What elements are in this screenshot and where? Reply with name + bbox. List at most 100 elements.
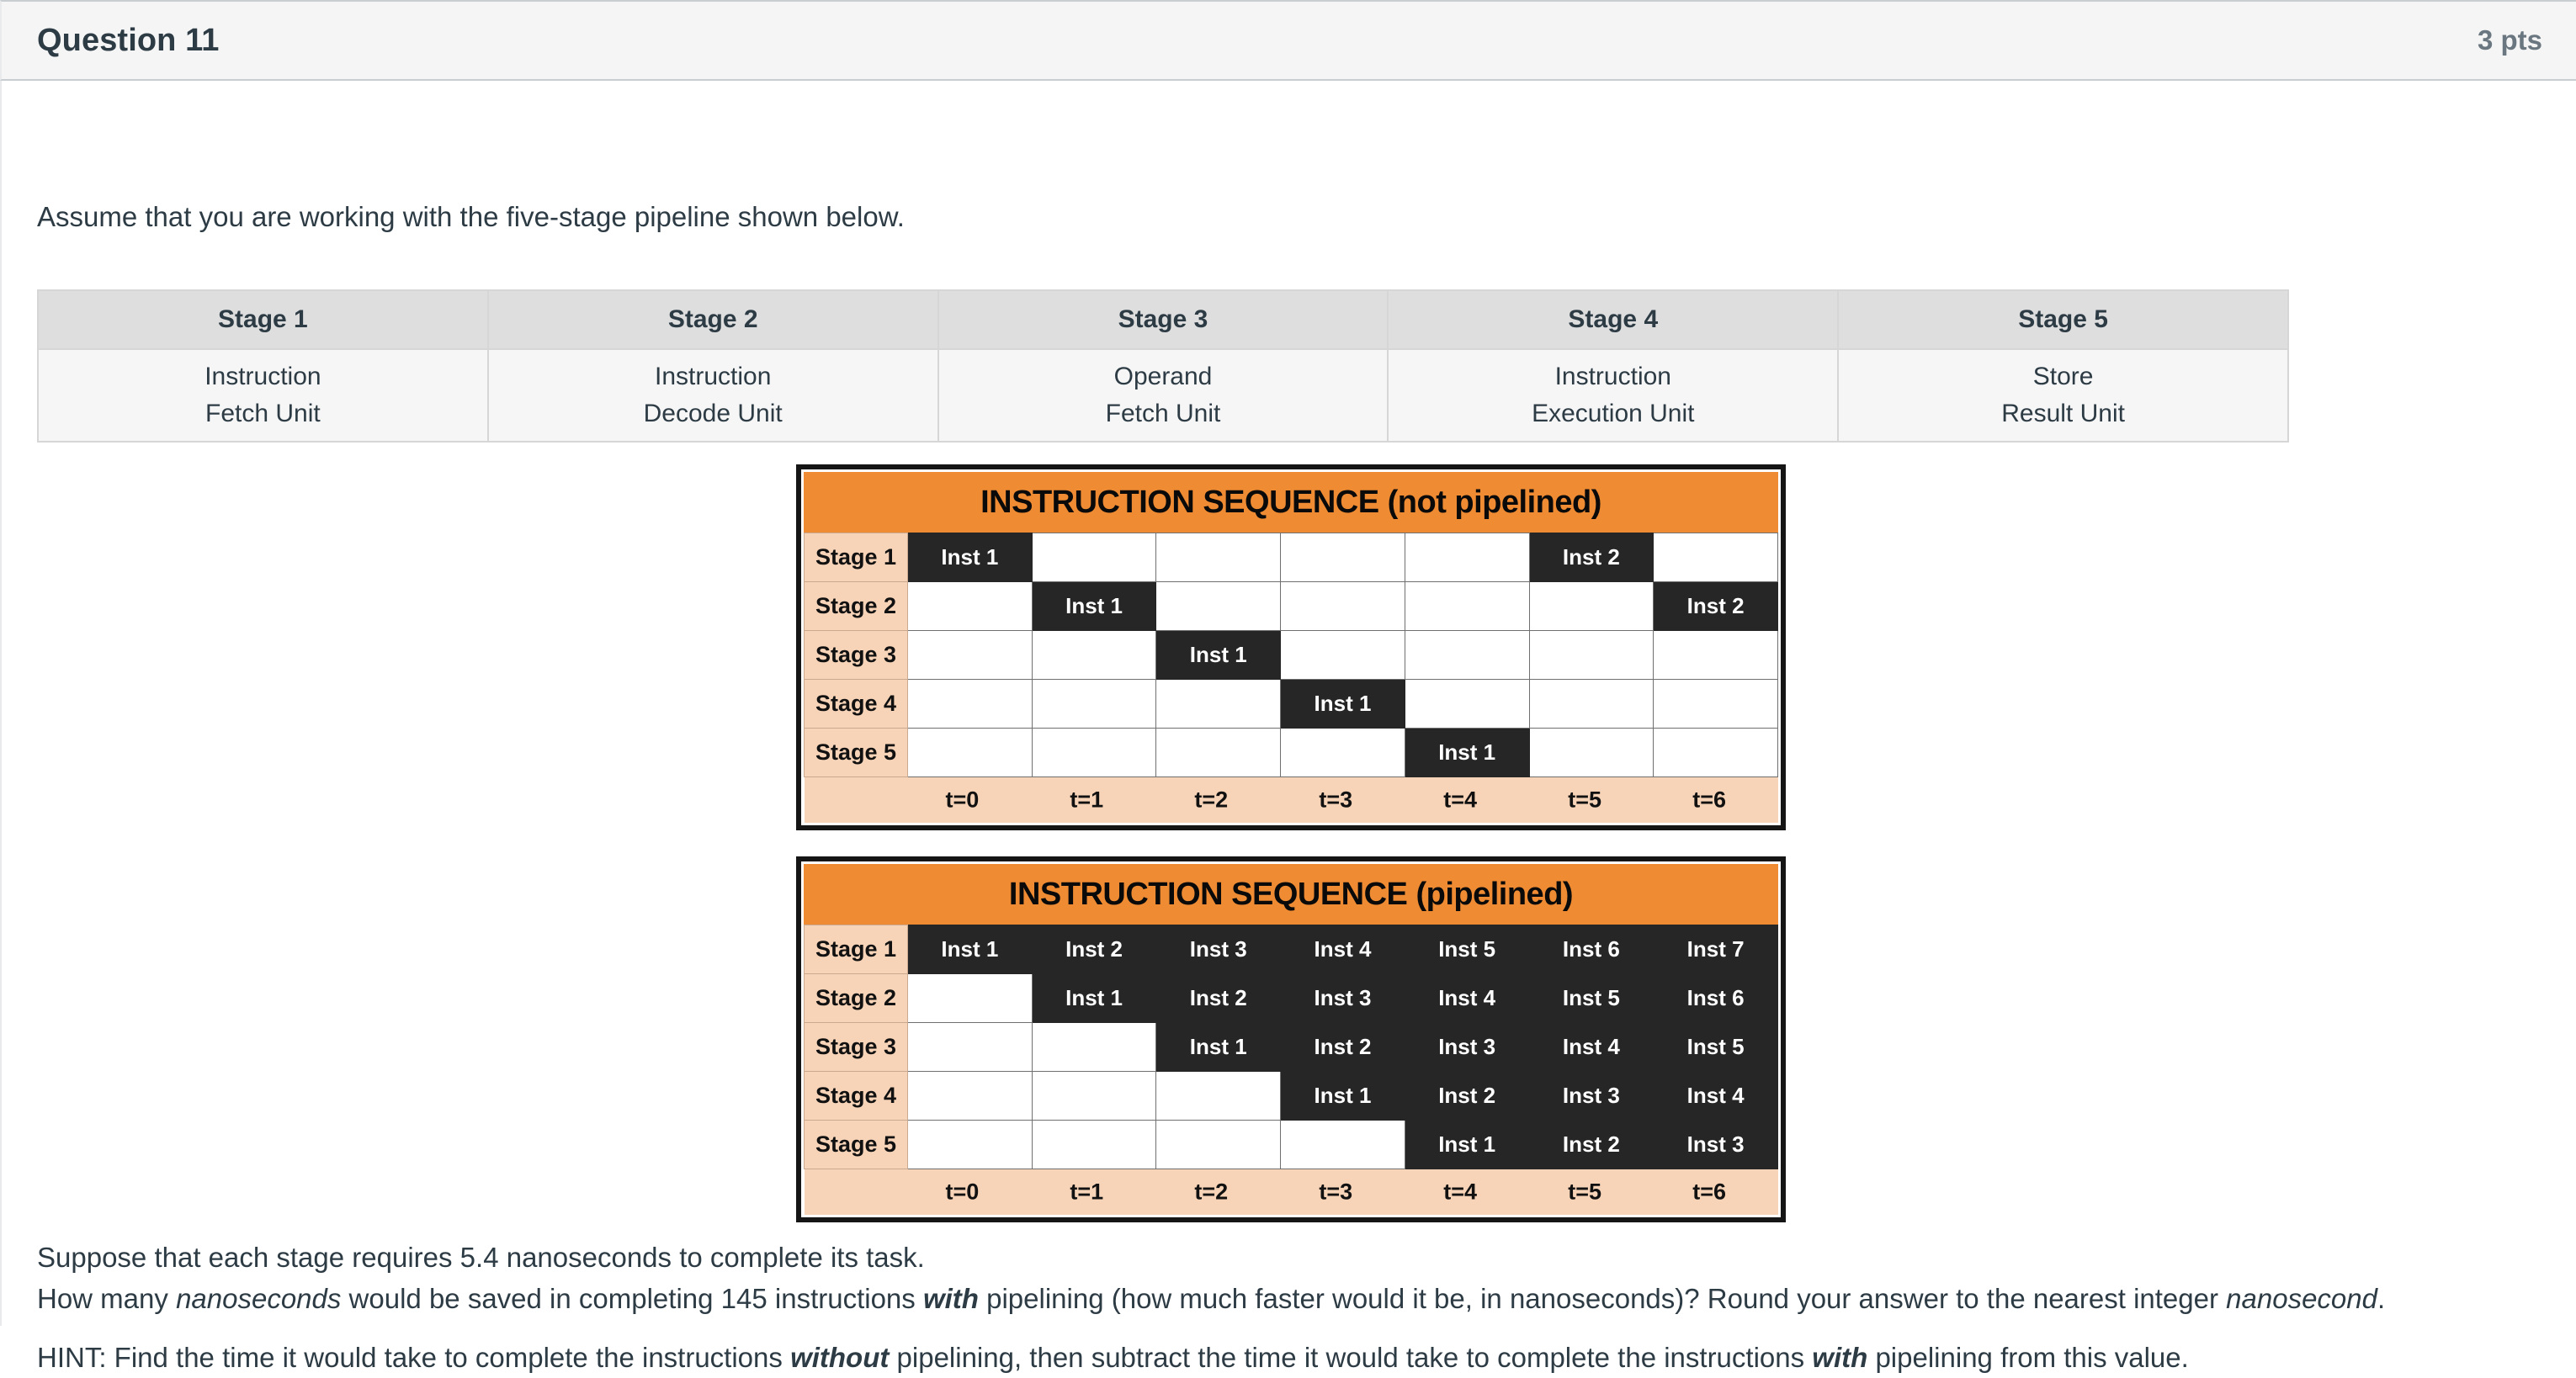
time-label: t=1 bbox=[1070, 1179, 1104, 1205]
question-body: Assume that you are working with the fiv… bbox=[0, 81, 2576, 1373]
stage-unit-4-line2: Execution Unit bbox=[1532, 400, 1695, 427]
grid-cell-instruction: Inst 1 bbox=[1031, 973, 1157, 1023]
grid-cell-empty bbox=[1155, 1071, 1282, 1121]
grid-cell-empty bbox=[1653, 728, 1778, 777]
grid-cell-empty bbox=[1528, 630, 1654, 680]
grid-cell-instruction: Inst 6 bbox=[1528, 925, 1654, 974]
stage-unit-2: Instruction Decode Unit bbox=[486, 348, 939, 443]
closing-line-2-part-c: would be saved in completing 145 instruc… bbox=[341, 1283, 923, 1314]
time-label: t=5 bbox=[1568, 1179, 1602, 1205]
stage-unit-4: Instruction Execution Unit bbox=[1387, 348, 1840, 443]
closing-line-2-part-e: pipelining (how much faster would it be,… bbox=[978, 1283, 2227, 1314]
grid-stage-label: Stage 2 bbox=[804, 581, 908, 631]
grid-stage-label: Stage 4 bbox=[804, 679, 908, 729]
grid-cell-instruction: Inst 1 bbox=[1155, 1022, 1282, 1072]
grid-cell-empty bbox=[907, 630, 1033, 680]
time-label: t=3 bbox=[1319, 787, 1353, 813]
stage-header-2: Stage 2 bbox=[486, 289, 939, 350]
grid-cell-empty bbox=[1031, 1071, 1157, 1121]
grid-cell-empty bbox=[907, 1120, 1033, 1169]
grid-cell-empty bbox=[1528, 728, 1654, 777]
time-label: t=2 bbox=[1194, 1179, 1229, 1205]
grid-cell-empty bbox=[1404, 630, 1530, 680]
grid-cell-instruction: Inst 3 bbox=[1280, 973, 1405, 1023]
grid-cell-instruction: Inst 2 bbox=[1653, 581, 1778, 631]
stage-unit-3-line1: Operand bbox=[1113, 363, 1213, 390]
time-label: t=1 bbox=[1070, 787, 1104, 813]
grid-cell-instruction: Inst 4 bbox=[1653, 1071, 1778, 1121]
time-label: t=0 bbox=[945, 787, 980, 813]
grid-cell-empty bbox=[1155, 533, 1282, 582]
closing-line-2-part-a: How many bbox=[37, 1283, 177, 1314]
grid-cell-instruction: Inst 6 bbox=[1653, 973, 1778, 1023]
stage-unit-3: Operand Fetch Unit bbox=[937, 348, 1389, 443]
intro-text: Assume that you are working with the fiv… bbox=[37, 201, 905, 232]
closing-line-3-hint: HINT: Find the time it would take to com… bbox=[37, 1338, 2189, 1378]
hint-part-a: HINT: Find the time it would take to com… bbox=[37, 1342, 791, 1373]
grid-cell-empty bbox=[1031, 728, 1157, 777]
grid-cell-empty bbox=[907, 728, 1033, 777]
grid-stage-label: Stage 4 bbox=[804, 1071, 908, 1121]
stage-unit-1-line2: Fetch Unit bbox=[205, 400, 321, 427]
grid-cell-empty bbox=[1528, 679, 1654, 729]
grid-cell-empty bbox=[1528, 581, 1654, 631]
grid-cell-instruction: Inst 4 bbox=[1528, 1022, 1654, 1072]
grid-stage-label: Stage 2 bbox=[804, 973, 908, 1023]
stage-unit-2-line1: Instruction bbox=[654, 363, 772, 390]
grid-cell-empty bbox=[907, 581, 1033, 631]
grid-cell-instruction: Inst 1 bbox=[1155, 630, 1282, 680]
grid-stage-label: Stage 5 bbox=[804, 1120, 908, 1169]
grid-cell-empty bbox=[1653, 679, 1778, 729]
stage-header-5: Stage 5 bbox=[1837, 289, 2289, 350]
instruction-sequence-not-pipelined-diagram: INSTRUCTION SEQUENCE (not pipelined) Sta… bbox=[796, 464, 1786, 830]
grid-cell-instruction: Inst 1 bbox=[907, 533, 1033, 582]
grid-cell-empty bbox=[1155, 1120, 1282, 1169]
stage-header-1: Stage 1 bbox=[37, 289, 489, 350]
grid-cell-instruction: Inst 4 bbox=[1404, 973, 1530, 1023]
diagram-title-pipelined: INSTRUCTION SEQUENCE (pipelined) bbox=[804, 864, 1778, 925]
stage-table-body-row: Instruction Fetch Unit Instruction Decod… bbox=[37, 348, 2289, 443]
grid-stage-label: Stage 3 bbox=[804, 1022, 908, 1072]
grid-stage-label: Stage 5 bbox=[804, 728, 908, 777]
grid-cell-instruction: Inst 3 bbox=[1528, 1071, 1654, 1121]
grid-cell-empty bbox=[1404, 533, 1530, 582]
grid-cell-instruction: Inst 1 bbox=[907, 925, 1033, 974]
grid-cell-empty bbox=[1280, 630, 1405, 680]
stage-unit-5-line1: Store bbox=[2032, 363, 2094, 390]
grid-cell-instruction: Inst 5 bbox=[1528, 973, 1654, 1023]
grid-cell-empty bbox=[907, 1022, 1033, 1072]
time-label: t=0 bbox=[945, 1179, 980, 1205]
grid-cell-instruction: Inst 4 bbox=[1280, 925, 1405, 974]
closing-line-2-emphasis-nanosecond: nanosecond bbox=[2226, 1283, 2377, 1314]
stage-header-3: Stage 3 bbox=[937, 289, 1389, 350]
time-label: t=4 bbox=[1443, 1179, 1478, 1205]
grid-cell-empty bbox=[907, 1071, 1033, 1121]
grid-cell-empty bbox=[907, 679, 1033, 729]
grid-cell-empty bbox=[1031, 679, 1157, 729]
grid-cell-instruction: Inst 2 bbox=[1155, 973, 1282, 1023]
closing-line-2-strong-with: with bbox=[922, 1283, 979, 1314]
time-label: t=4 bbox=[1443, 787, 1478, 813]
grid-cell-instruction: Inst 2 bbox=[1404, 1071, 1530, 1121]
grid-cell-instruction: Inst 5 bbox=[1653, 1022, 1778, 1072]
grid-cell-empty bbox=[1031, 1022, 1157, 1072]
grid-cell-empty bbox=[1280, 1120, 1405, 1169]
time-label: t=3 bbox=[1319, 1179, 1353, 1205]
stage-unit-5-line2: Result Unit bbox=[2001, 400, 2125, 427]
grid-cell-empty bbox=[1280, 533, 1405, 582]
stage-unit-1-line1: Instruction bbox=[204, 363, 321, 390]
stage-unit-2-line2: Decode Unit bbox=[643, 400, 783, 427]
stage-unit-3-line2: Fetch Unit bbox=[1105, 400, 1221, 427]
